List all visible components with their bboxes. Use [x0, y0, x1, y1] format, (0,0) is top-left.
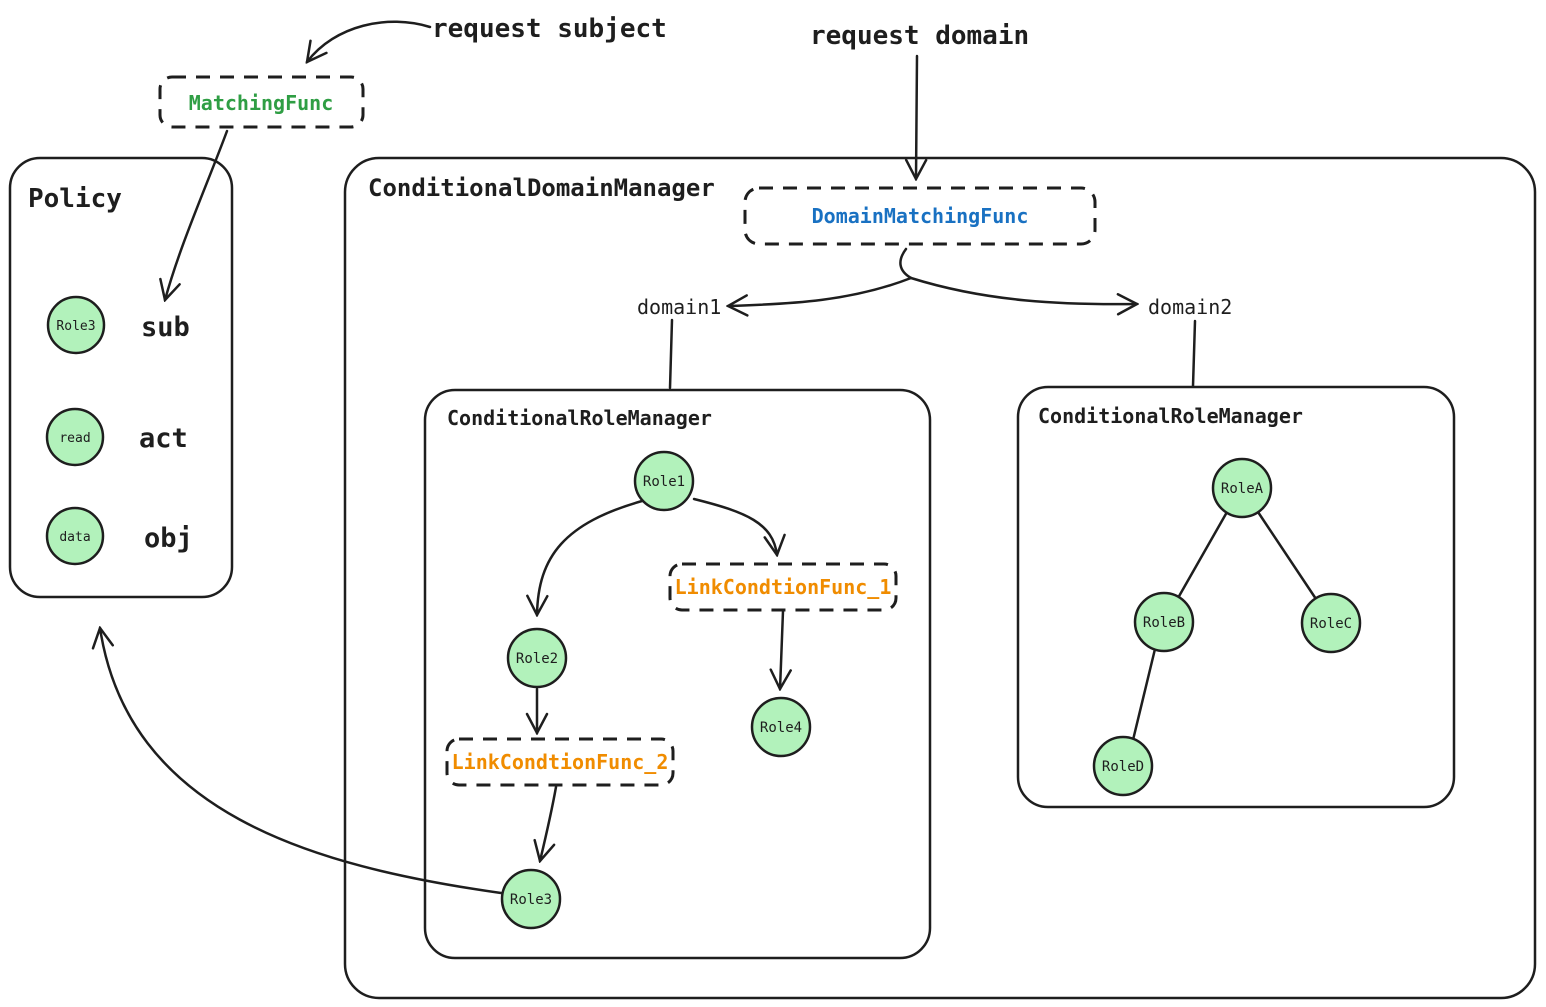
conditional-domain-manager-title: ConditionalDomainManager: [368, 174, 715, 202]
request-domain-arrow: [916, 54, 917, 179]
linkfunc1-to-role4-arrow: [780, 609, 783, 689]
node-roleA-label: RoleA: [1221, 481, 1264, 497]
policy-sub-label: sub: [141, 312, 190, 343]
link-condition-func-1-label: LinkCondtionFunc_1: [675, 575, 892, 599]
request-subject-label: request subject: [432, 14, 667, 44]
policy-row-obj: data obj: [45, 506, 193, 566]
link-condition-func-2-box: [445, 737, 675, 787]
linkfunc2-to-role3-arrow: [540, 785, 558, 861]
node-roleC-label: RoleC: [1310, 616, 1352, 632]
policy-node-data: [45, 506, 105, 566]
policy-title: Policy: [28, 184, 122, 214]
domain1-connector-line: [668, 318, 674, 390]
node-role2-label: Role2: [516, 651, 558, 667]
roleA-roleC-line: [1256, 510, 1318, 601]
role-manager-2-group: RoleA RoleB RoleC RoleD: [1092, 457, 1362, 797]
conditional-role-manager-2-box: [1016, 385, 1456, 809]
link-condition-func-1-box: [668, 562, 898, 612]
node-role1: [633, 450, 695, 512]
domain2-arrow: [909, 276, 1137, 304]
domain2-connector-line: [1191, 319, 1197, 388]
matching-func-label: MatchingFunc: [189, 91, 334, 115]
node-role3: [500, 868, 562, 930]
node-roleA: [1211, 457, 1273, 519]
node-roleD: [1092, 735, 1154, 797]
policy-box: [8, 156, 234, 599]
domain-fork-stem: [899, 247, 913, 280]
matching-func-box: [158, 75, 365, 129]
policy-node-role3: [46, 295, 106, 355]
conditional-role-manager-1-title: ConditionalRoleManager: [447, 406, 712, 430]
roleA-roleB-line: [1176, 510, 1229, 600]
policy-node-read-label: read: [59, 431, 90, 446]
domain-matching-func-group: DomainMatchingFunc: [743, 186, 1097, 246]
role1-to-linkfunc1-arrow: [692, 497, 777, 555]
link-condition-func-2-label: LinkCondtionFunc_2: [452, 750, 669, 774]
node-roleB-label: RoleB: [1143, 615, 1185, 631]
node-role3-label: Role3: [510, 892, 552, 908]
node-role4: [750, 696, 812, 758]
policy-act-label: act: [139, 423, 188, 454]
conditional-role-manager-2-title: ConditionalRoleManager: [1038, 404, 1303, 428]
domain2-label: domain2: [1148, 295, 1232, 319]
node-role2: [506, 627, 568, 689]
node-role4-label: Role4: [760, 720, 802, 736]
role3-to-policy-arrow: [100, 628, 503, 895]
request-domain-label: request domain: [810, 21, 1029, 51]
policy-node-data-label: data: [59, 530, 90, 545]
policy-row-act: read act: [45, 407, 188, 467]
node-roleC: [1300, 592, 1362, 654]
policy-node-role3-label: Role3: [56, 319, 95, 334]
policy-obj-label: obj: [144, 523, 193, 554]
policy-row-sub: Role3 sub: [46, 295, 190, 355]
domain1-arrow: [728, 276, 913, 306]
domain-matching-func-label: DomainMatchingFunc: [812, 204, 1029, 228]
domain-matching-func-box: [743, 186, 1097, 246]
policy-node-read: [45, 407, 105, 467]
matching-func-group: MatchingFunc: [158, 75, 365, 129]
role-manager-1-group: Role1 Role2 LinkCondtionFunc_1 Role4 Lin…: [445, 450, 898, 930]
node-role1-label: Role1: [643, 474, 685, 490]
roleB-roleD-line: [1131, 647, 1157, 742]
request-subject-arrow: [307, 20, 432, 62]
node-roleB: [1133, 591, 1195, 653]
role1-to-role2-arrow: [537, 499, 644, 615]
node-roleD-label: RoleD: [1102, 759, 1144, 775]
domain1-label: domain1: [637, 295, 721, 319]
matching-func-to-sub-arrow: [165, 129, 229, 300]
